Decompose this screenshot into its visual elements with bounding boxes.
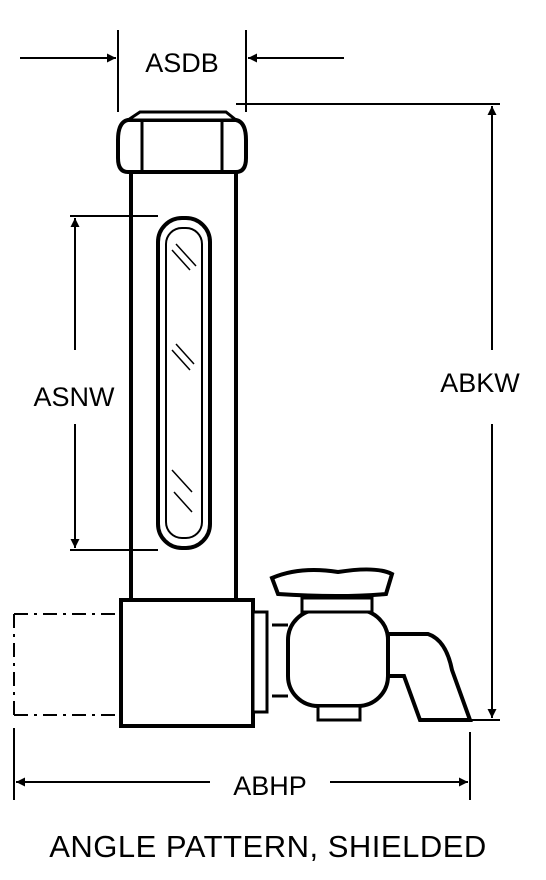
valve-body [269,567,473,722]
dimension-abhp [13,728,471,800]
dimension-abkw [236,103,500,721]
phantom-connection [13,613,120,716]
label-abkw: ABKW [440,368,520,398]
figure-caption: ANGLE PATTERN, SHIELDED [49,829,487,864]
dimension-asdb [20,30,344,112]
dimension-asnw [70,215,158,551]
gauge-tube [129,170,238,602]
glass-hatch [171,243,197,513]
label-abhp: ABHP [233,771,307,801]
base-block [119,598,269,728]
label-asdb: ASDB [145,48,219,78]
label-asnw: ASNW [34,382,116,412]
hex-nut-top [116,110,248,174]
